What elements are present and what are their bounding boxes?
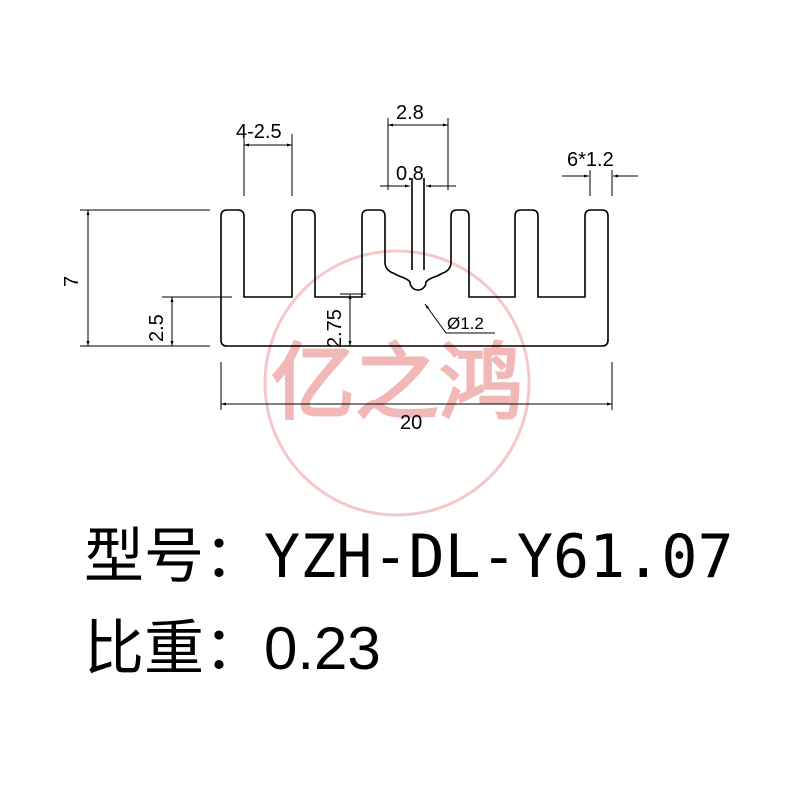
weight-value: 0.23 <box>264 615 381 682</box>
dim-hole-diameter: Ø1.2 <box>447 314 484 333</box>
dim-total-height: 7 <box>61 276 83 287</box>
weight-line: 比重：0.23 <box>84 600 381 687</box>
watermark-ring <box>263 249 531 517</box>
center-split-line <box>411 178 425 270</box>
dimension-lines <box>86 123 638 406</box>
model-label: 型号： <box>84 522 264 592</box>
dim-center-slot-width: 2.8 <box>396 102 424 124</box>
dim-center-depth: 2.75 <box>324 309 346 348</box>
dim-total-width: 20 <box>400 412 422 434</box>
model-value: YZH-DL-Y61.07 <box>264 522 734 592</box>
dim-base-height: 2.5 <box>146 314 168 342</box>
extension-lines <box>80 118 613 410</box>
weight-label: 比重： <box>84 614 264 684</box>
heatsink-profile <box>220 209 609 347</box>
model-line: 型号：YZH-DL-Y61.07 <box>84 508 734 595</box>
dim-center-gap: 0.8 <box>396 163 424 185</box>
dim-fin-thickness: 6*1.2 <box>567 149 614 171</box>
watermark-text: 亿之鸿 <box>271 334 523 432</box>
dim-fin-pitch: 4-2.5 <box>236 121 282 143</box>
watermark-logo: 亿之鸿 <box>263 249 531 517</box>
